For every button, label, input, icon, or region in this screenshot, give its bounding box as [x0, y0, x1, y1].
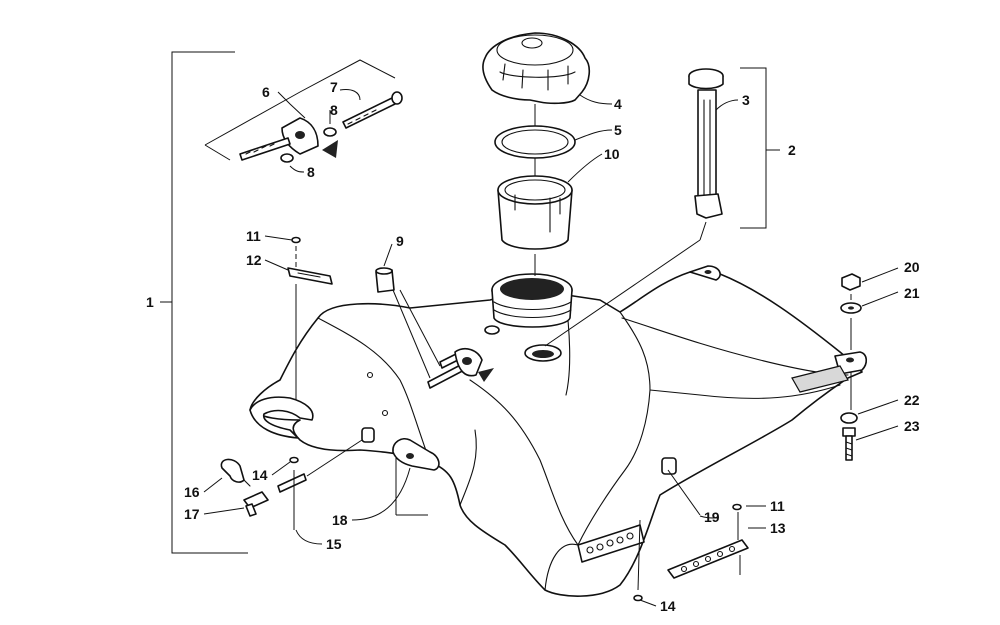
fuel-tank: [249, 265, 868, 597]
callout-numbers: 1 2 3 4 5 6 7 8 8 9 10 11 11 12 13 14 14…: [146, 79, 920, 614]
callout-17: 17: [184, 506, 200, 522]
fuel-cap: [482, 32, 591, 105]
callout-7: 7: [330, 79, 338, 95]
callout-11-left: 11: [246, 228, 261, 244]
leader-lines: [203, 89, 899, 607]
strap-13: [667, 539, 749, 579]
callout-8-lower: 8: [307, 164, 315, 180]
callout-14-bottom: 14: [660, 598, 676, 614]
assembly-bracket-2: [740, 67, 780, 229]
callout-9: 9: [396, 233, 404, 249]
callout-12: 12: [246, 252, 262, 268]
petcock-kit-frame: [204, 59, 396, 161]
cap-gasket: [494, 125, 576, 159]
petcock-kit: [239, 91, 403, 163]
callout-15: 15: [326, 536, 342, 552]
callout-2: 2: [788, 142, 796, 158]
callout-4: 4: [614, 96, 622, 112]
strap-12: [287, 267, 333, 285]
callout-13: 13: [770, 520, 786, 536]
fuel-gauge: [688, 68, 724, 219]
rubber-bushing-9: [375, 267, 395, 293]
callout-16: 16: [184, 484, 200, 500]
callout-21: 21: [904, 285, 920, 301]
installed-petcock: [427, 348, 494, 389]
callout-23: 23: [904, 418, 920, 434]
fuel-line-parts: [220, 437, 440, 517]
callout-22: 22: [904, 392, 920, 408]
filler-screen: [497, 175, 573, 250]
callout-18: 18: [332, 512, 348, 528]
callout-10: 10: [604, 146, 620, 162]
callout-3: 3: [742, 92, 750, 108]
callout-6: 6: [262, 84, 270, 100]
callout-5: 5: [614, 122, 622, 138]
callout-11-right: 11: [770, 498, 785, 514]
right-hardware: [840, 273, 862, 461]
callout-8-upper: 8: [330, 102, 338, 118]
callout-1: 1: [146, 294, 154, 310]
callout-14-left: 14: [252, 467, 268, 483]
callout-19: 19: [704, 509, 720, 525]
assembly-bracket-1: [160, 51, 248, 554]
callout-20: 20: [904, 259, 920, 275]
